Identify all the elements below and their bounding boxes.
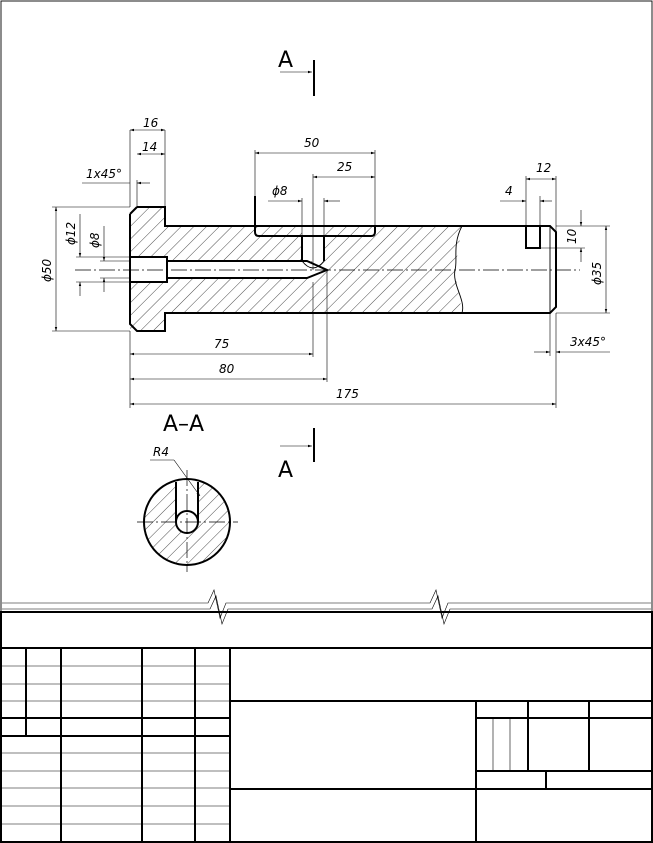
section-title: A–A — [163, 412, 204, 437]
dim-75: 75 — [214, 337, 229, 351]
dim-phi12: ϕ12 — [64, 222, 78, 245]
section-marker-top: A — [278, 48, 315, 96]
bore-hole — [130, 257, 167, 282]
title-block — [0, 611, 653, 843]
dim-175: 175 — [336, 387, 359, 401]
dim-10: 10 — [565, 228, 579, 244]
dim-phi8-left: ϕ8 — [88, 232, 102, 248]
sheet-break — [2, 589, 651, 626]
section-view-aa: A–A R4 — [137, 412, 238, 572]
groove — [525, 226, 541, 249]
dim-80: 80 — [219, 362, 235, 376]
dim-r4: R4 — [153, 445, 169, 459]
dim-50: 50 — [304, 136, 320, 150]
dim-chamfer-left: 1x45° — [86, 167, 122, 181]
section-marker-bottom: A — [278, 428, 315, 483]
dim-phi50: ϕ50 — [40, 258, 54, 282]
dim-14: 14 — [142, 140, 157, 154]
dim-25: 25 — [337, 160, 352, 174]
section-letter-top: A — [278, 48, 293, 73]
dim-phi35: ϕ35 — [590, 262, 604, 285]
section-slot — [175, 482, 199, 522]
flat-slot — [254, 196, 376, 237]
dim-phi8-top: ϕ8 — [272, 184, 288, 198]
dim-chamfer-right: 3x45° — [570, 335, 606, 349]
shaft-view — [75, 196, 580, 332]
dimensions: 16 14 1x45° 50 25 ϕ8 12 4 — [40, 116, 610, 408]
dim-4: 4 — [505, 184, 513, 198]
dim-16: 16 — [143, 116, 159, 130]
dim-12: 12 — [536, 161, 551, 175]
section-letter-bottom: A — [278, 458, 293, 483]
